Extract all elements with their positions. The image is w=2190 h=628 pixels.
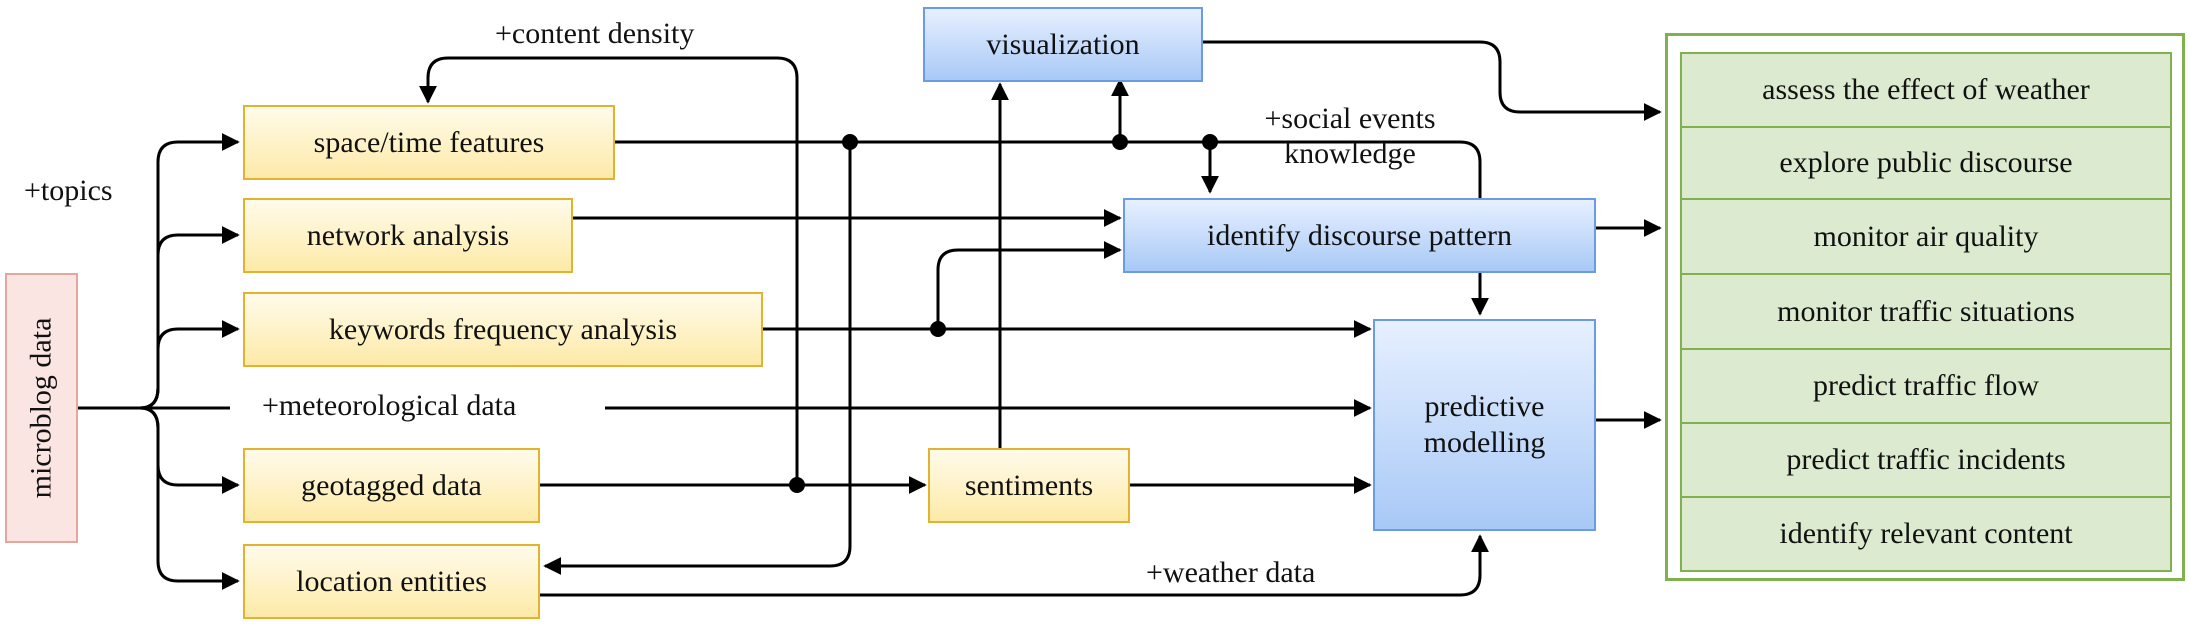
keywords-frequency-label: keywords frequency analysis [328,312,678,346]
outcome-item: explore public discourse [1680,126,2172,200]
outcome-item: predict traffic incidents [1680,422,2172,498]
outcome-item: monitor traffic situations [1680,273,2172,350]
junction-dot [930,321,946,337]
keywords-frequency-node: keywords frequency analysis [243,292,763,367]
edge-space-time-to-location [543,142,852,575]
sentiments-label: sentiments [964,468,1094,502]
weather-data-annotation: +weather data [1146,556,1316,589]
edge-source-to-keywords [139,320,240,410]
predictive-modelling-node: predictive modelling [1373,319,1596,531]
social-events-annotation: +social events knowledge [1245,102,1455,171]
outcome-item: monitor air quality [1680,198,2172,275]
visualization-label: visualization [986,27,1140,61]
edge-content-density [419,56,799,485]
geotagged-data-node: geotagged data [243,448,540,523]
junction-dot [1112,134,1128,150]
discourse-pattern-node: identify discourse pattern [1123,198,1596,273]
discourse-pattern-label: identify discourse pattern [1207,218,1512,252]
edge-location-to-predictive [540,534,1489,597]
space-time-features-label: space/time features [313,125,545,159]
junction-dot [1202,134,1218,150]
network-analysis-label: network analysis [306,218,510,252]
social-events-line2: knowledge [1284,136,1416,170]
geotagged-data-label: geotagged data [301,468,482,502]
topics-annotation: +topics [24,174,113,207]
outcome-item: predict traffic flow [1680,348,2172,424]
predictive-label-line2: modelling [1423,426,1546,459]
edge-keywords-to-discourse [936,241,1122,329]
outcome-item: identify relevant content [1680,496,2172,572]
social-events-line1: +social events [1264,102,1436,135]
space-time-features-node: space/time features [243,105,615,180]
junction-dot [842,134,858,150]
content-density-annotation: +content density [495,17,695,50]
meteorological-annotation: +meteorological data [262,389,517,422]
location-entities-label: location entities [296,564,487,598]
location-entities-node: location entities [243,544,540,619]
network-analysis-node: network analysis [243,198,573,273]
junction-dot [789,477,805,493]
sentiments-node: sentiments [928,448,1130,523]
edge-visualization-to-outcomes [1203,40,1662,121]
edge-space-time-main [615,140,1482,198]
visualization-node: visualization [923,7,1203,82]
microblog-data-node: microblog data [5,273,78,543]
microblog-data-label: microblog data [24,317,58,499]
outcome-item: assess the effect of weather [1680,52,2172,128]
edge-source-to-location [139,406,240,590]
predictive-label-line1: predictive [1424,390,1545,423]
